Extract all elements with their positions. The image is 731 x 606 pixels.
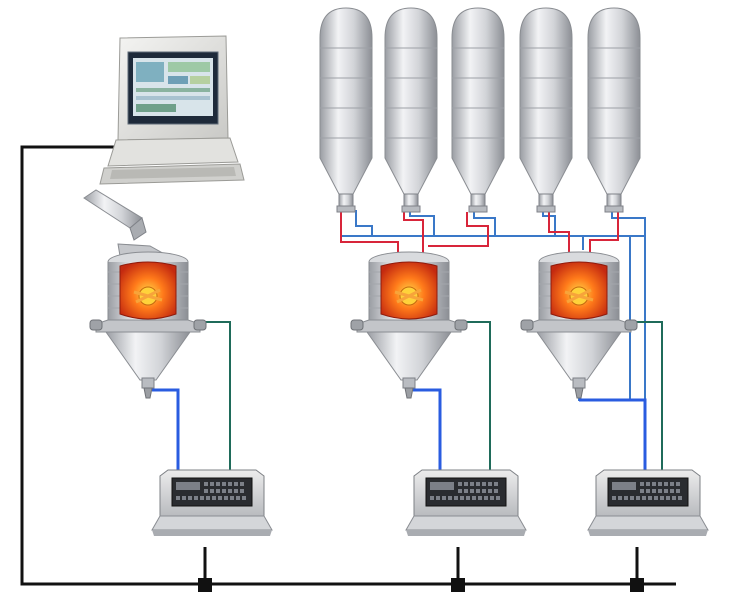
desktop-computer-icon [99, 35, 245, 185]
network-node-icon [198, 578, 212, 592]
storage-silo-icon [384, 7, 438, 213]
bus-nodes [198, 578, 644, 592]
weighing-controller-terminal-icon [587, 469, 709, 537]
controller-row [151, 469, 709, 537]
storage-silo-icon [587, 7, 641, 213]
bus-line-left [20, 145, 676, 586]
weigh-feed-lines [152, 388, 647, 470]
feed-chute-icon [83, 189, 170, 257]
network-bus [20, 145, 676, 586]
computer-workstation [99, 35, 245, 185]
network-node-icon [451, 578, 465, 592]
heated-mixer-vessel-icon [88, 250, 208, 400]
weighing-controller-terminal-icon [151, 469, 273, 537]
controller-bus-drops [203, 547, 639, 584]
storage-silo-icon [451, 7, 505, 213]
storage-silo-icon [319, 7, 373, 213]
mixer-row [88, 250, 639, 400]
network-node-icon [630, 578, 644, 592]
heated-mixer-vessel-icon [519, 250, 639, 400]
heated-mixer-vessel-icon [349, 250, 469, 400]
silo-row [319, 7, 641, 213]
storage-silo-icon [519, 7, 573, 213]
weighing-controller-terminal-icon [405, 469, 527, 537]
